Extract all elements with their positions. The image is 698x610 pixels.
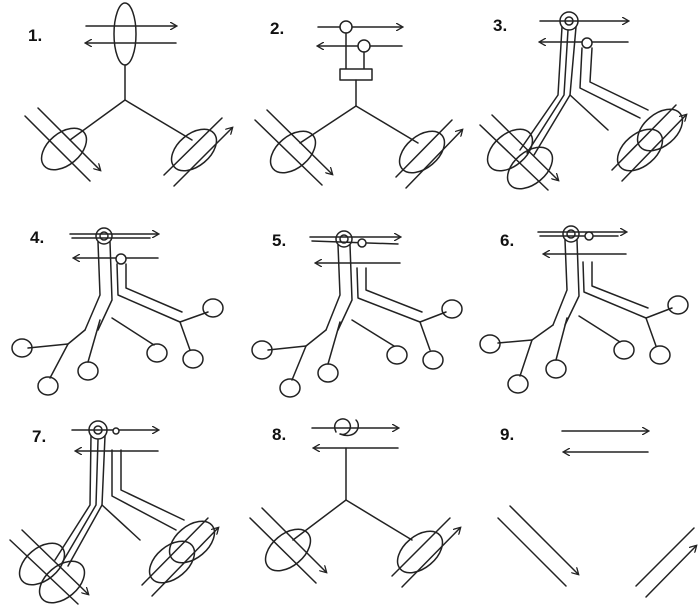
panel-2: 2. [254,19,462,189]
y-junction [292,499,413,541]
panel-label-7: 7. [32,427,46,446]
y-junction [69,64,193,141]
y-junction [299,105,419,144]
left-strand-pair [9,529,92,605]
bubbles [479,295,689,394]
tube [552,239,649,326]
tube [325,244,423,331]
top-parallel-strands [86,26,176,43]
top-parallel-strands [309,237,400,263]
right-strand-pair [391,517,460,588]
top-parallel-strands [311,428,398,448]
panel-label-5: 5. [272,231,286,250]
tube-right [569,47,649,131]
right-strand-pair [635,527,696,598]
clamp-box [339,68,373,81]
loop-circle-lower [357,39,371,53]
left-strand-pair [479,114,560,191]
top-parallel-strands [561,431,648,452]
panel-9: 9. [497,425,696,598]
left-strand-pair [254,109,332,186]
right-strand-pair [163,117,232,187]
top-parallel-strands [537,232,626,254]
loop-circle-small [115,253,127,265]
right-strand-pair [395,119,462,189]
top-parallel-strands [69,234,158,258]
tube-right [101,449,185,541]
panel-label-9: 9. [500,425,514,444]
panel-label-3: 3. [493,16,507,35]
bubbles [11,298,224,396]
right-strand-pair [611,104,690,182]
loop-circle-outer [559,11,579,31]
loop-circle-upper [339,20,353,34]
loop-circle-small [357,238,367,248]
panel-6: 6. [479,225,689,394]
panel-label-4: 4. [30,228,44,247]
bubbles [251,299,463,398]
panel-5: 5. [251,230,463,398]
panel-label-1: 1. [28,26,42,45]
panel-1: 1. [24,2,232,187]
panel-7: 7. [9,420,222,605]
right-strand-pair [141,517,222,597]
loop-circle-outer [95,227,113,245]
panel-label-2: 2. [270,19,284,38]
tube-left [519,26,577,156]
branches [267,311,447,381]
loop-circle-small [584,231,594,241]
loop-circle-outer [562,225,580,243]
loop-circle-outer [88,420,108,440]
loop-circle-small [112,427,120,435]
branches [27,311,209,379]
tube [84,241,183,331]
top-clamp-ring [113,2,137,66]
branches [497,307,673,377]
panel-8: 8. [249,418,460,588]
left-strand-pair [497,505,578,587]
panel-label-6: 6. [500,231,514,250]
left-strand-pair [249,507,326,584]
panel-label-8: 8. [272,425,286,444]
hairpin-loop [333,418,360,437]
panel-4: 4. [11,227,224,396]
tube-left [54,435,106,567]
left-strand-pair [24,107,100,182]
loop-circle-small [581,37,593,49]
panel-3: 3. [479,11,690,191]
loop-circle-outer [335,230,353,248]
